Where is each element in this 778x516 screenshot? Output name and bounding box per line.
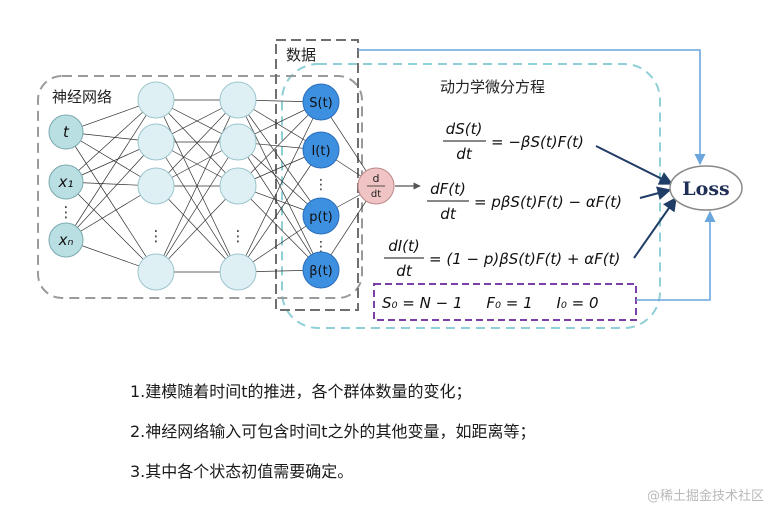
network-edge <box>237 99 322 271</box>
input-node <box>48 222 84 258</box>
network-nodes: t x₁ xₙ ⋮ ⋮ ⋮ S(t) I(t) ⋮ p(t) ⋮ β(t) <box>48 81 340 291</box>
watermark: @稀土掘金技术社区 <box>646 489 764 504</box>
input-node <box>48 164 84 200</box>
eq3-to-loss-arrow <box>633 196 677 259</box>
input-node-label: xₙ <box>58 231 74 249</box>
ode-label: 动力学微分方程 <box>440 78 545 96</box>
eq1-to-loss-arrow <box>595 145 674 185</box>
hidden-node <box>137 167 175 205</box>
data-region-box <box>275 39 359 311</box>
output-ellipsis: ⋮ <box>314 239 328 255</box>
network-edge <box>155 99 239 273</box>
output-node-label: I(t) <box>311 144 330 159</box>
network-edge <box>237 101 322 187</box>
eq1-denominator: dt <box>456 145 473 163</box>
network-edge <box>237 141 322 271</box>
input-node-label: t <box>63 123 70 141</box>
eq2-to-loss-arrow <box>639 186 672 201</box>
output-node-label: β(t) <box>309 264 333 279</box>
eq1-rhs: = −βS(t)F(t) <box>491 133 584 151</box>
data-to-loss-arrow <box>358 49 706 166</box>
input-node-label: x₁ <box>58 173 74 191</box>
eq3-numerator: dI(t) <box>388 237 420 255</box>
note-item-1: 1.建模随着时间t的推进，各个群体数量的变化； <box>130 382 472 401</box>
network-edge <box>65 181 157 273</box>
eq1-numerator: dS(t) <box>446 120 483 138</box>
hidden-node <box>137 253 175 291</box>
input-ellipsis: ⋮ <box>59 203 74 221</box>
note-item-2: 2.神经网络输入可包含时间t之外的其他变量，如距离等； <box>130 422 536 441</box>
hidden-node <box>219 253 257 291</box>
hidden-node <box>219 167 257 205</box>
loss-node <box>669 165 743 211</box>
hidden-node <box>137 81 175 119</box>
hidden-ellipsis: ⋮ <box>149 227 164 245</box>
network-edge <box>65 131 157 273</box>
initial-conditions: S₀ = N − 1 F₀ = 1 I₀ = 0 <box>382 294 599 312</box>
output-node-label: S(t) <box>309 96 333 111</box>
derivative-numerator: d <box>373 172 380 185</box>
notes-list: 1.建模随着时间t的推进，各个群体数量的变化； 2.神经网络输入可包含时间t之外… <box>130 372 536 492</box>
eq2-rhs: = pβS(t)F(t) − αF(t) <box>474 193 622 211</box>
note-item-3: 3.其中各个状态初值需要确定。 <box>130 462 354 481</box>
network-edge <box>65 99 157 241</box>
eq2-numerator: dF(t) <box>430 180 466 198</box>
network-edge <box>65 99 157 183</box>
output-ellipsis: ⋮ <box>314 177 328 193</box>
initial-conditions-box <box>373 283 637 321</box>
network-edge <box>237 141 322 217</box>
output-node <box>302 83 340 121</box>
input-node <box>48 114 84 150</box>
initial-to-loss-arrow <box>636 210 716 301</box>
network-edge <box>237 99 322 217</box>
loss-label: Loss <box>682 178 729 200</box>
output-node <box>302 131 340 169</box>
hidden-node <box>219 123 257 161</box>
network-edge <box>155 141 239 273</box>
network-edge <box>155 185 239 273</box>
output-node <box>302 197 340 235</box>
network-edge <box>237 149 322 273</box>
network-edge <box>155 99 239 187</box>
eq3-rhs: = (1 − p)βS(t)F(t) + αF(t) <box>429 250 620 268</box>
eq3-denominator: dt <box>396 262 413 280</box>
eq2-denominator: dt <box>440 205 457 223</box>
output-node <box>302 251 340 289</box>
hidden-node <box>219 81 257 119</box>
hidden-node <box>137 123 175 161</box>
network-edge <box>237 101 322 273</box>
hidden-ellipsis: ⋮ <box>231 227 246 245</box>
network-edge <box>237 185 322 271</box>
nn-label: 神经网络 <box>52 88 112 106</box>
derivative-denominator: dt <box>371 189 381 200</box>
output-node-label: p(t) <box>309 210 333 225</box>
data-label: 数据 <box>286 46 316 64</box>
network-edge <box>65 141 157 241</box>
